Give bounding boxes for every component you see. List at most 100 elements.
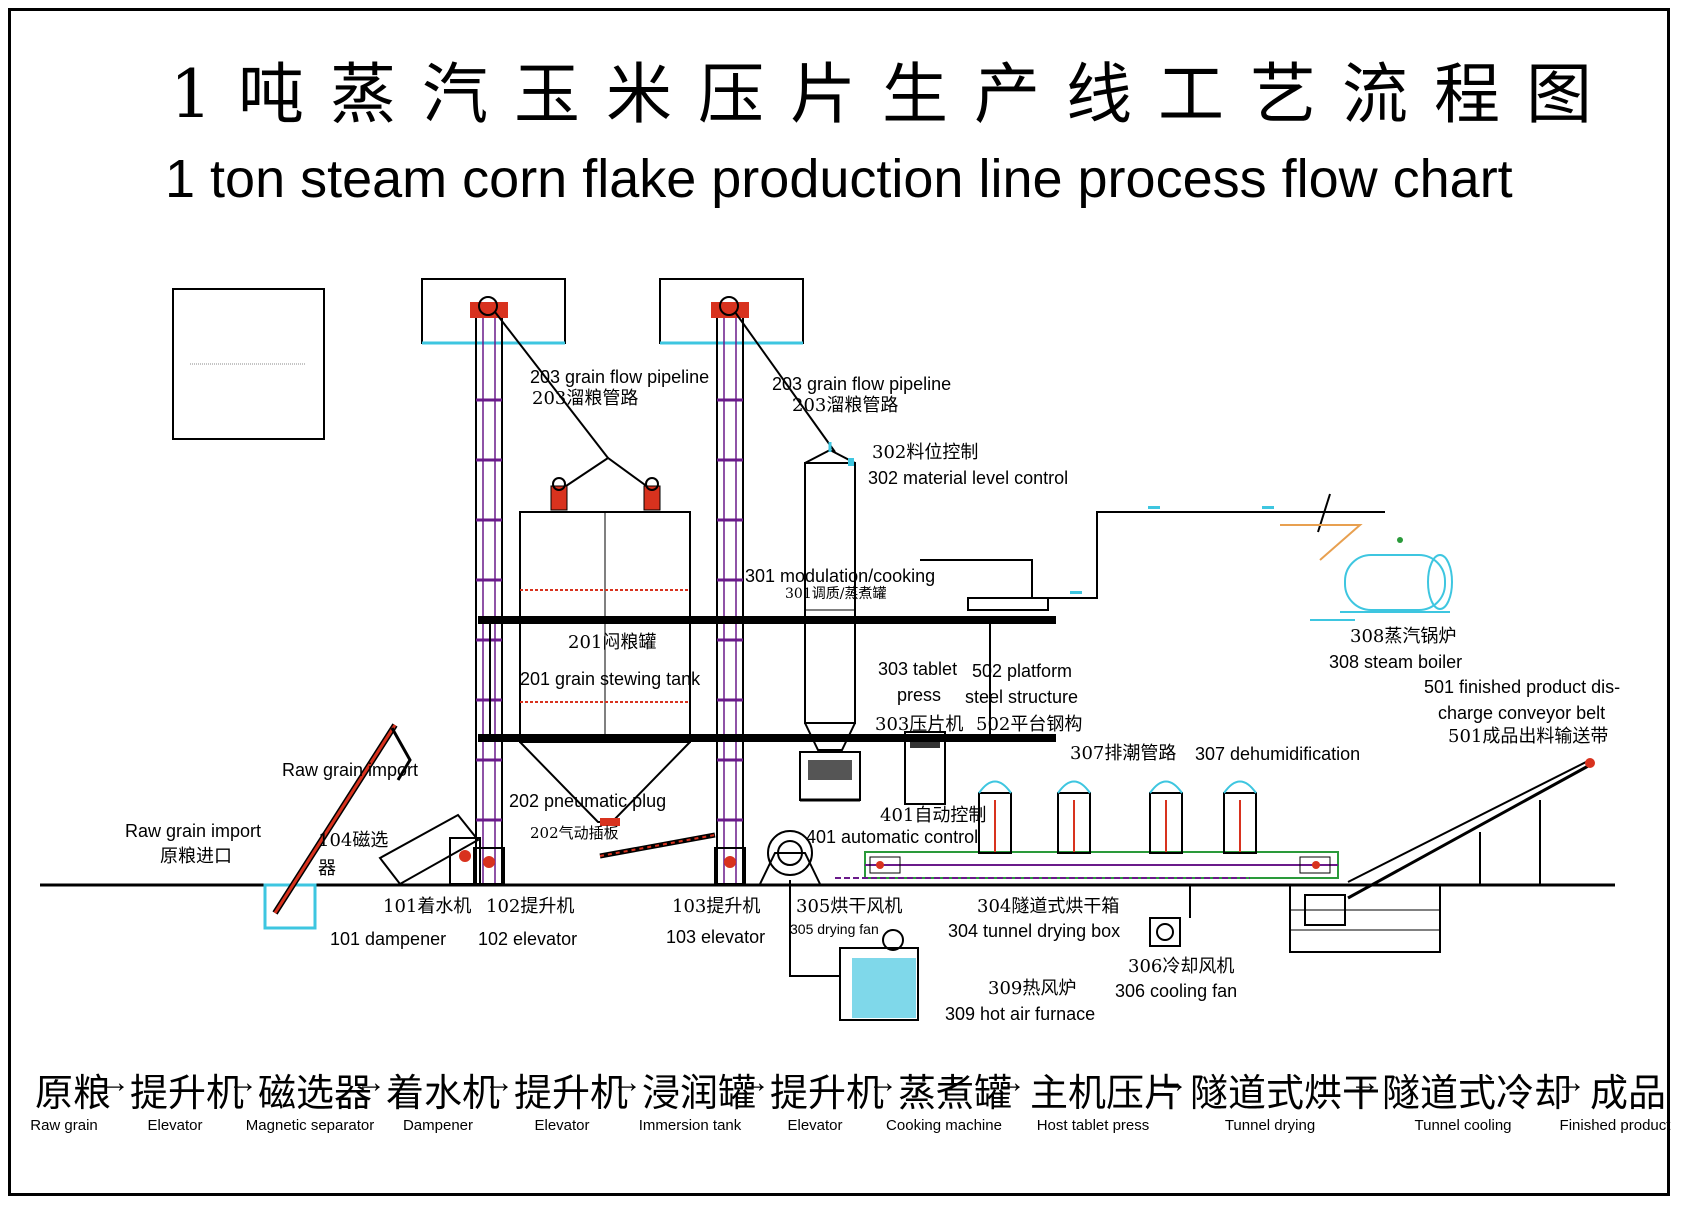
label-309-en: 309 hot air furnace	[945, 1004, 1096, 1024]
flow-arrow: →	[740, 1066, 770, 1099]
label-502-en-1: 502 platform	[972, 661, 1073, 681]
label-201-zh: 201闷粮罐	[568, 632, 657, 653]
label-102-en: 102 elevator	[478, 929, 578, 949]
flow-arrow: →	[612, 1066, 642, 1099]
flow-step-en: Raw grain	[30, 1117, 98, 1134]
flow-step-en: Immersion tank	[638, 1117, 742, 1134]
pipeline-203-left	[494, 311, 609, 459]
pipeline-203-right	[734, 311, 836, 453]
label-308-en: 308 steam boiler	[1329, 652, 1463, 672]
flow-step-en: Elevator	[147, 1117, 203, 1134]
platform-beam-lower	[478, 734, 1056, 742]
label-raw-import-2-en: Raw grain import	[125, 821, 262, 841]
label-307-en: 307 dehumidification	[1195, 744, 1361, 764]
label-307-zh: 307排潮管路	[1070, 743, 1177, 764]
label-202-zh: 202气动插板	[530, 824, 619, 842]
flow-arrow: →	[1350, 1066, 1380, 1099]
flow-step-zh: 提升机	[514, 1071, 629, 1115]
flow-arrow: →	[996, 1066, 1026, 1099]
tunnel-drying-box-304	[835, 851, 1339, 879]
label-203-right-en: 203 grain flow pipeline	[772, 374, 952, 394]
flow-arrow: →	[356, 1066, 386, 1099]
label-501-en-1: 501 finished product dis-	[1424, 677, 1621, 697]
label-raw-import-1: Raw grain import	[282, 760, 419, 780]
flow-step-en: Tunnel drying	[1224, 1117, 1316, 1134]
label-302-zh: 302料位控制	[872, 442, 979, 463]
label-301-zh: 301调质/蒸煮罐	[785, 586, 887, 602]
image-placeholder-box	[172, 288, 325, 440]
label-305-zh: 305烘干风机	[796, 896, 903, 917]
flow-step-zh: 磁选器	[258, 1071, 373, 1115]
label-203-right-zh: 203溜粮管路	[792, 395, 899, 416]
label-301-en: 301 modulation/cooking	[745, 566, 936, 586]
flow-step-zh: 提升机	[130, 1071, 245, 1115]
label-309-zh: 309热风炉	[988, 978, 1077, 999]
flow-arrow: →	[228, 1066, 258, 1099]
label-203-left-zh: 203溜粮管路	[532, 388, 639, 409]
label-102-zh: 102提升机	[486, 896, 575, 917]
label-502-zh: 502平台钢构	[976, 714, 1083, 735]
flow-step-zh: 原粮	[35, 1071, 112, 1115]
flow-step-zh: 隧道式烘干	[1190, 1071, 1381, 1115]
cooling-fan-306	[1149, 884, 1191, 947]
flow-step-en: Elevator	[787, 1117, 843, 1134]
stewing-tank-201	[519, 477, 691, 826]
label-303-zh: 303压片机	[875, 714, 964, 735]
label-201-en: 201 grain stewing tank	[520, 669, 701, 689]
elevator-102	[470, 296, 508, 885]
flow-step-zh: 提升机	[770, 1071, 885, 1115]
label-501-zh: 501成品出料输送带	[1448, 726, 1609, 747]
label-401-en: 401 automatic control	[806, 827, 979, 847]
steam-pipe	[920, 493, 1385, 611]
flow-step-en: Finished product	[1559, 1117, 1671, 1134]
label-304-zh: 304隧道式烘干箱	[977, 896, 1120, 917]
flow-step-zh: 成品	[1590, 1071, 1667, 1115]
conveyor-belt-501	[1347, 758, 1595, 900]
label-501-en-2: charge conveyor belt	[1438, 703, 1606, 723]
diagram-frame	[8, 8, 1670, 1196]
flow-step-zh: 浸润罐	[642, 1071, 757, 1115]
flow-step-en: Tunnel cooling	[1414, 1117, 1512, 1134]
label-raw-import-2-zh: 原粮进口	[160, 846, 232, 867]
platform-beam-upper	[478, 616, 1056, 624]
label-203-left-en: 203 grain flow pipeline	[530, 367, 710, 387]
flow-step-zh: 蒸煮罐	[898, 1071, 1013, 1115]
elevator-103	[711, 296, 749, 885]
conveyor-pit	[1289, 884, 1441, 953]
flow-arrow: →	[868, 1066, 898, 1099]
label-303-en-1: 303 tablet	[878, 659, 958, 679]
raw-grain-intake	[263, 723, 412, 930]
label-103-zh: 103提升机	[672, 896, 761, 917]
label-101-en: 101 dampener	[330, 929, 447, 949]
drying-fan-305	[759, 830, 821, 885]
label-303-en-2: press	[897, 685, 942, 705]
label-401-zh: 401自动控制	[880, 805, 987, 826]
label-101-zh: 101着水机	[383, 896, 472, 917]
label-306-en: 306 cooling fan	[1115, 981, 1238, 1001]
tablet-press-303	[799, 751, 861, 802]
label-308-zh: 308蒸汽锅炉	[1350, 626, 1457, 647]
dehumidification-stacks-307	[978, 780, 1257, 854]
label-306-zh: 306冷却风机	[1128, 956, 1235, 977]
steam-boiler-308	[1280, 524, 1453, 621]
flow-step-zh: 着水机	[386, 1071, 501, 1115]
flow-step-en: Host tablet press	[1036, 1117, 1150, 1134]
flow-arrow: →	[100, 1066, 130, 1099]
label-502-en-2: steel structure	[965, 687, 1079, 707]
flow-step-en: Cooking machine	[886, 1117, 1002, 1134]
dampener-101	[378, 813, 481, 886]
flow-step-en: Dampener	[402, 1117, 474, 1134]
flow-arrow: →	[484, 1066, 514, 1099]
label-103-en: 103 elevator	[666, 927, 766, 947]
label-302-en: 302 material level control	[868, 468, 1069, 488]
hot-air-furnace-309	[789, 880, 919, 1021]
label-305-en: 305 drying fan	[790, 921, 879, 937]
title-chinese: 1吨蒸汽玉米压片生产线工艺流程图	[170, 56, 1618, 133]
flow-step-zh: 隧道式冷却	[1382, 1071, 1573, 1115]
flow-arrow: →	[1158, 1066, 1188, 1099]
title-english: 1 ton steam corn flake production line p…	[165, 149, 1513, 209]
label-104-zh-1: 104磁选	[318, 830, 389, 851]
label-304-en: 304 tunnel drying box	[948, 921, 1121, 941]
control-cabinet-401	[904, 731, 946, 805]
